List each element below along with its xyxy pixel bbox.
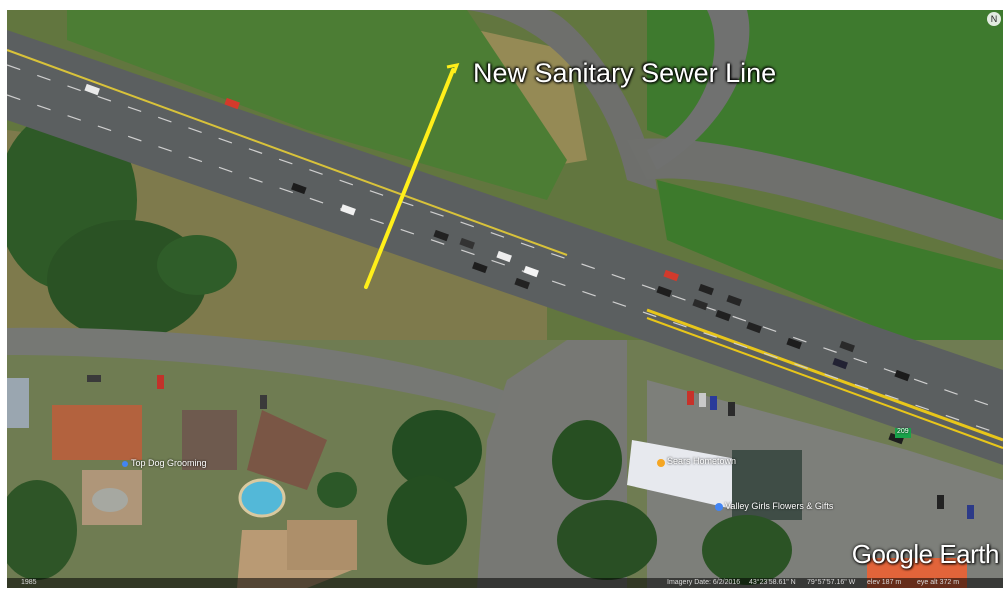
sewer-line-label: New Sanitary Sewer Line: [473, 58, 777, 88]
house-roof: [52, 405, 142, 460]
grooming-pin-icon: [122, 461, 128, 467]
sewer-line-endpoint-marker: [446, 62, 460, 74]
vehicles: [84, 83, 974, 519]
imagery-date: Imagery Date: 6/2/2016: [667, 579, 741, 586]
eye-altitude: eye alt 372 m: [917, 579, 960, 586]
elevation: elev 187 m: [867, 579, 902, 586]
route-shield-label: 209: [897, 428, 909, 435]
longitude: 79°57'57.16" W: [807, 579, 856, 586]
store-pin-icon: [657, 459, 665, 467]
attribution-bar: 1985 Imagery Date: 6/2/2016 43°23'58.61"…: [7, 578, 1003, 588]
year-label: 1985: [21, 579, 37, 586]
sewer-line-path: [364, 68, 455, 289]
satellite-imagery: [7, 10, 1003, 588]
map-view[interactable]: New Sanitary Sewer Line Sears Hometown V…: [7, 10, 1003, 588]
florist-pin-icon: [715, 503, 723, 511]
latitude: 43°23'58.61" N: [749, 579, 796, 586]
store-label: Sears Hometown: [667, 456, 737, 466]
florist-label: Valley Girls Flowers & Gifts: [725, 501, 834, 511]
compass-icon[interactable]: N: [987, 12, 1001, 26]
google-earth-logo: Google Earth: [851, 539, 1000, 569]
route-shield-icon: [895, 428, 911, 438]
store-building: [627, 440, 742, 510]
frontage-road: [7, 327, 547, 430]
grooming-label: Top Dog Grooming: [131, 458, 207, 468]
